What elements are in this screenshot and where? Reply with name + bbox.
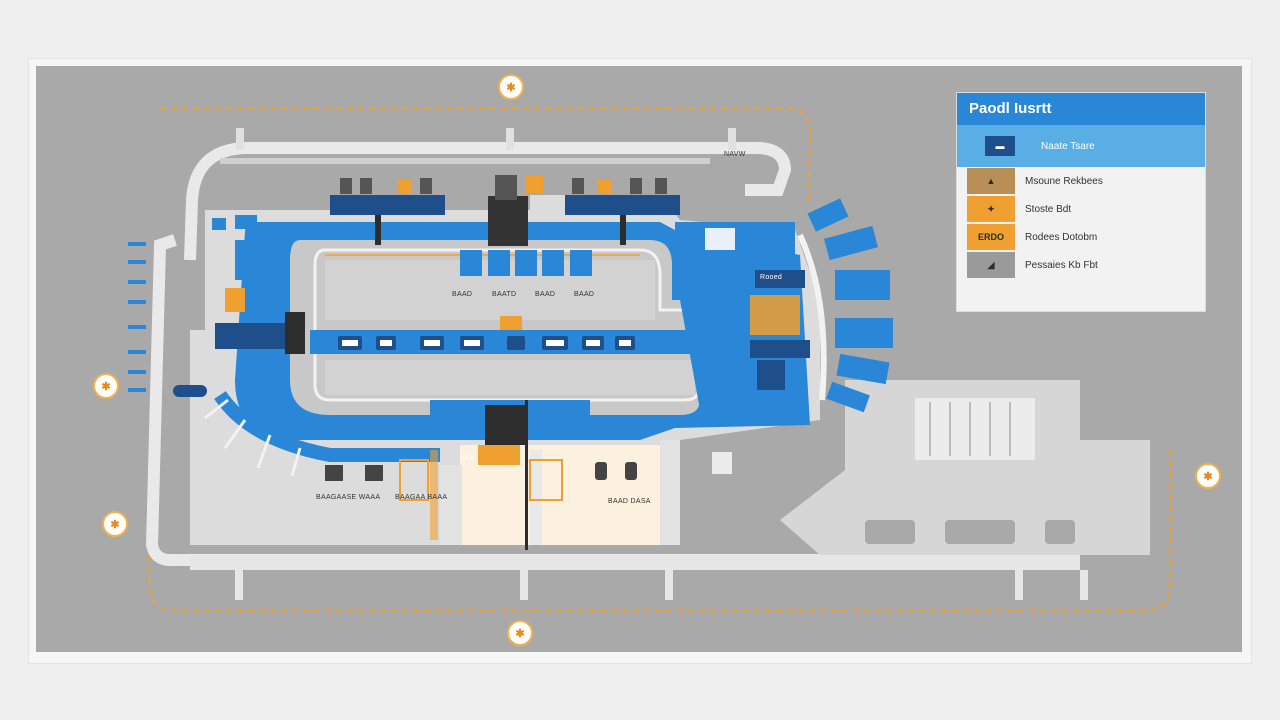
poi-icon-left-2[interactable]: ✱ — [102, 511, 128, 537]
poi-icon-right[interactable]: ✱ — [1195, 463, 1221, 489]
legend-item-3[interactable]: ERDO Rodees Dotobm — [957, 223, 1205, 251]
legend-label-0: Naate Tsare — [1041, 140, 1095, 152]
poi-icon-top[interactable]: ✱ — [498, 74, 524, 100]
legend-item-2[interactable]: ✦ Stoste Bdt — [957, 195, 1205, 223]
legend-item-0[interactable]: ▬ Naate Tsare — [957, 125, 1205, 167]
legend-item-1[interactable]: ▲ Msoune Rekbees — [957, 167, 1205, 195]
bottom-block-label: BAAGAA BAAA — [395, 494, 448, 501]
stairs-icon: ◢ — [967, 252, 1015, 278]
legend-label-3: Rodees Dotobm — [1025, 231, 1098, 243]
gate-label-b: BAATD — [492, 291, 517, 298]
person-icon: ▲ — [967, 168, 1015, 194]
poi-icon-left-1[interactable]: ✱ — [93, 373, 119, 399]
legend-item-4[interactable]: ◢ Pessaies Kb Fbt — [957, 251, 1205, 279]
legend-label-2: Stoste Bdt — [1025, 203, 1072, 215]
legend-panel: Paodl Iusrtt ▬ Naate Tsare ▲ Msoune Rekb… — [956, 92, 1206, 312]
left-block-label: BAAGAASE WAAA — [316, 494, 381, 501]
legend-title: Paodl Iusrtt — [957, 93, 1205, 125]
legend-badge-3: ERDO — [977, 232, 1004, 242]
right-terminal-label: Rooed — [760, 274, 783, 281]
gate-label-c: BAAD — [535, 291, 556, 298]
bottom-mark-label: BAA — [460, 455, 475, 462]
gate-label-a: BAAD — [452, 291, 473, 298]
grid-icon: ERDO — [967, 224, 1015, 250]
north-sign-label: NAVW — [724, 151, 746, 158]
legend-label-1: Msoune Rekbees — [1025, 175, 1103, 187]
center-block-label: BAAD DASA — [608, 498, 651, 505]
walker-icon: ✦ — [967, 196, 1015, 222]
legend-label-4: Pessaies Kb Fbt — [1025, 259, 1098, 271]
gate-label-d: BAAD — [574, 291, 595, 298]
bus-icon: ▬ — [985, 136, 1015, 156]
poi-icon-bottom[interactable]: ✱ — [507, 620, 533, 646]
